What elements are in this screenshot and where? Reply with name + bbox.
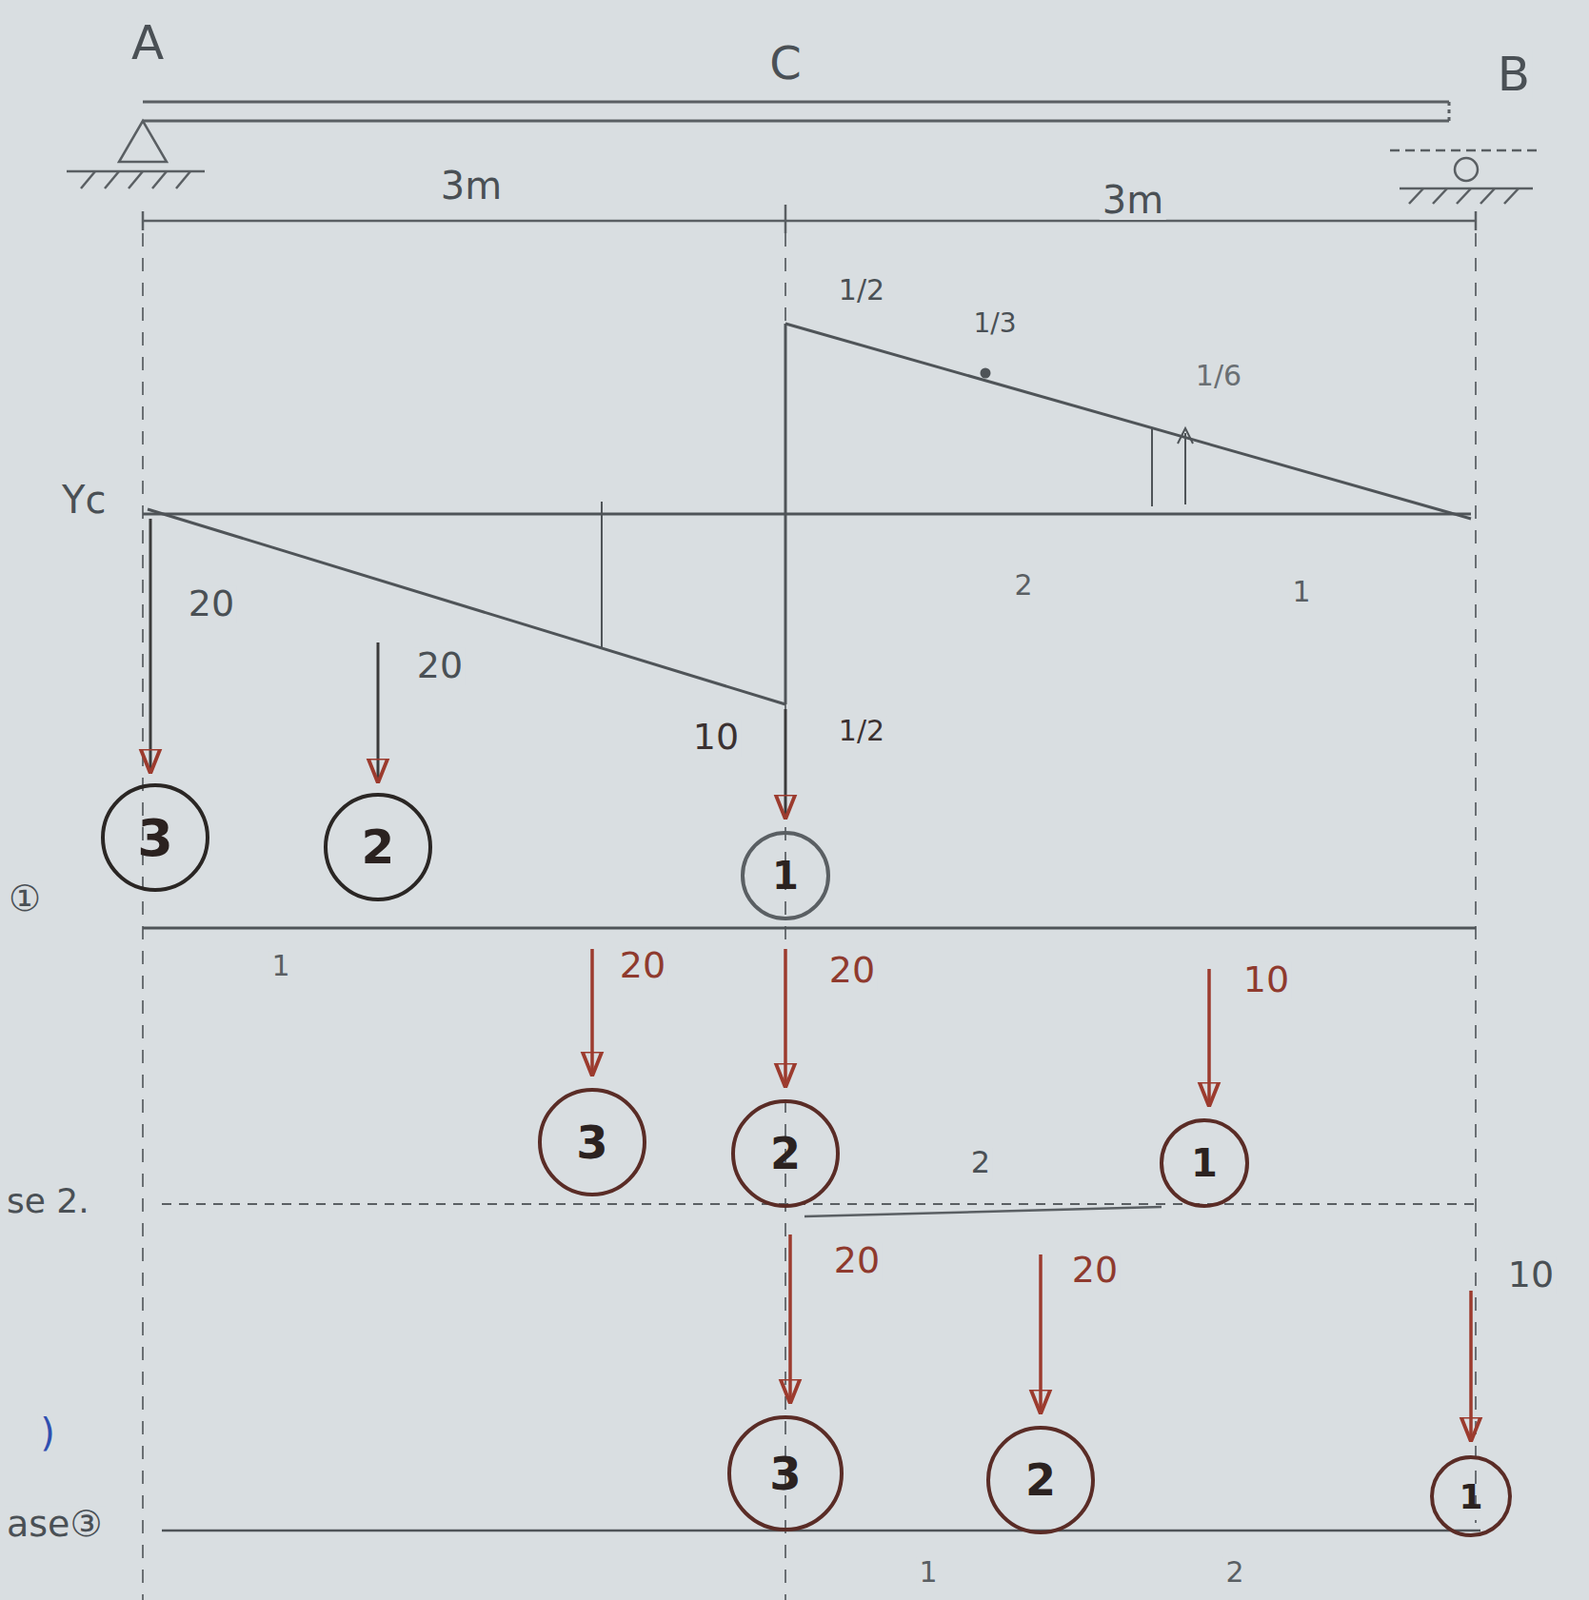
wheel-number: 3 bbox=[769, 1447, 801, 1501]
projection-lines bbox=[142, 233, 1476, 1600]
dimension-label: 10 bbox=[1505, 1256, 1557, 1295]
wheel-number: 2 bbox=[770, 1128, 801, 1180]
wheel-number: 1 bbox=[772, 854, 799, 898]
dimension-label: 2 bbox=[1222, 1557, 1247, 1589]
dimension-label: 1 bbox=[268, 951, 293, 982]
wheel-ring bbox=[742, 833, 829, 919]
wheel-circle: 1 bbox=[1158, 1117, 1251, 1210]
wheel-number: 1 bbox=[1458, 1477, 1483, 1517]
wheel-number: 2 bbox=[361, 819, 396, 875]
pin-support bbox=[66, 120, 205, 189]
wheel-number: 2 bbox=[1025, 1454, 1056, 1507]
dimension-label: 2 bbox=[1011, 570, 1035, 601]
dimension-label: 20 bbox=[185, 585, 238, 624]
wheel-ring bbox=[1431, 1457, 1510, 1536]
wheel-number: 1 bbox=[1191, 1141, 1218, 1186]
dimension-label: B bbox=[1494, 49, 1533, 100]
dimension-label: 20 bbox=[414, 647, 466, 686]
dimension-label: 20 bbox=[616, 947, 669, 986]
dimension-label: 10 bbox=[1240, 961, 1292, 1000]
load-arrows-case-2 bbox=[161, 949, 1476, 1217]
wheel-ring bbox=[729, 1417, 842, 1530]
wheel-ring bbox=[325, 794, 431, 900]
dimension-label: 1 bbox=[915, 1557, 940, 1589]
dimension-label: ase③ bbox=[3, 1506, 106, 1545]
dimension-label: 20 bbox=[831, 1242, 883, 1281]
load-arrows-case-1 bbox=[142, 518, 1476, 929]
wheel-number: 3 bbox=[137, 808, 174, 869]
wheel-circle: 1 bbox=[739, 830, 832, 922]
wheel-ring bbox=[733, 1101, 838, 1207]
dimension-label: Yc bbox=[59, 479, 109, 520]
wheel-ring bbox=[1161, 1120, 1248, 1207]
influence-line bbox=[142, 323, 1471, 705]
roller-support bbox=[1390, 150, 1543, 204]
wheel-circle: 3 bbox=[99, 782, 211, 894]
dimension-label: 1/2 bbox=[835, 275, 888, 306]
dimension-label: A bbox=[128, 18, 167, 69]
dimension-label: ① bbox=[5, 880, 44, 919]
wheel-number: 3 bbox=[576, 1115, 608, 1170]
dimension-label: 2 bbox=[968, 1147, 994, 1180]
dimension-label: ) bbox=[37, 1412, 59, 1453]
wheel-ring bbox=[539, 1090, 645, 1195]
dimension-label: 3m bbox=[437, 165, 505, 206]
wheel-circle: 1 bbox=[1429, 1454, 1513, 1539]
dimension-label: 1 bbox=[1289, 576, 1313, 608]
dimension-label: 1/6 bbox=[1192, 360, 1245, 392]
wheel-circle: 3 bbox=[536, 1087, 648, 1198]
dimension-label: 1/2 bbox=[835, 715, 888, 747]
wheel-circle: 3 bbox=[726, 1414, 845, 1533]
wheel-circle: 2 bbox=[322, 792, 434, 903]
dimension-label: 10 bbox=[690, 718, 742, 757]
dimension-label: se 2. bbox=[3, 1183, 93, 1220]
beam bbox=[142, 101, 1450, 121]
dimension-label: 20 bbox=[826, 952, 878, 991]
dimension-label: C bbox=[766, 39, 805, 87]
dimension-label: 3m bbox=[1099, 179, 1167, 220]
dimension-label: 1/3 bbox=[970, 309, 1019, 338]
wheel-circle: 2 bbox=[730, 1098, 841, 1210]
dimension-label: 20 bbox=[1069, 1251, 1121, 1291]
dimension-line bbox=[142, 204, 1476, 234]
load-arrows-case-3 bbox=[161, 1234, 1481, 1531]
wheel-ring bbox=[102, 785, 208, 891]
wheel-circle: 2 bbox=[985, 1425, 1096, 1536]
wheel-ring bbox=[988, 1428, 1093, 1533]
